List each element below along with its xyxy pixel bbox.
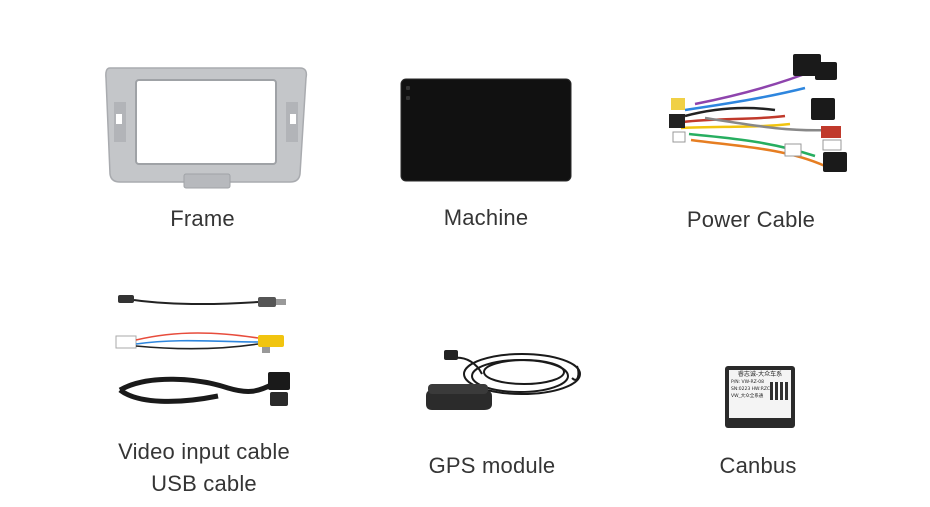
- canbus-sticker-line3: SN:0223 HW:RZC: [731, 387, 771, 392]
- canbus-sticker-line2: P/N: VW-RZ-08: [731, 380, 764, 385]
- canbus-box-image: 睿志诚-大众车系 P/N: VW-RZ-08 SN:0223 HW:RZC VW…: [725, 366, 795, 428]
- dash-frame-image: [105, 67, 308, 189]
- item-label-frame: Frame: [170, 206, 235, 231]
- canbus-sticker-line4: VW_大众全系通: [731, 394, 764, 399]
- item-label-power-cable: Power Cable: [686, 207, 816, 232]
- item-label-usb-cable: USB cable: [151, 471, 257, 496]
- head-unit-image: [400, 78, 572, 182]
- canbus-sticker-line1: 睿志诚-大众车系: [737, 371, 783, 378]
- item-label-gps-module: GPS module: [428, 453, 556, 478]
- item-label-canbus: Canbus: [719, 453, 797, 478]
- canbus-sticker: 睿志诚-大众车系 P/N: VW-RZ-08 SN:0223 HW:RZC VW…: [729, 370, 791, 418]
- gps-antenna-image: [426, 350, 581, 410]
- video-usb-cable-image: [115, 295, 290, 406]
- qr-code-icon: [770, 382, 788, 400]
- item-label-machine: Machine: [443, 205, 529, 230]
- item-label-video-input: Video input cable: [118, 439, 290, 464]
- power-harness-image: [669, 54, 847, 172]
